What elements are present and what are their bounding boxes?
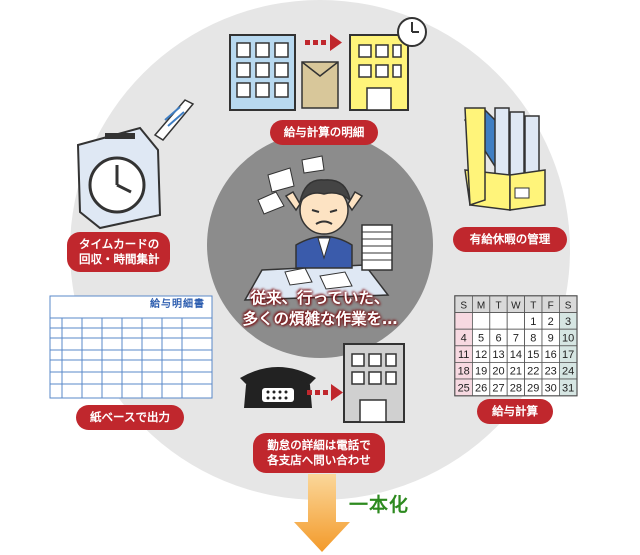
label-timecard-line2: 回収・時間集計 [79, 252, 160, 266]
calendar-day-label: 24 [562, 366, 574, 378]
label-timecard: タイムカードの 回収・時間集計 [67, 232, 170, 272]
calendar-day-label: 8 [530, 333, 536, 345]
calendar-day-label: 22 [527, 366, 539, 378]
calendar-day-label: 29 [527, 382, 539, 394]
calendar-cell [506, 312, 526, 330]
calendar-day-label: 10 [562, 333, 574, 345]
calendar-header-label: T [530, 300, 536, 311]
calendar-day-label: 11 [458, 349, 469, 361]
calendar-header-label: F [548, 300, 554, 311]
calendar-header-label: S [565, 300, 572, 311]
calendar-day-label: 3 [565, 316, 571, 328]
calendar-cell [489, 312, 508, 330]
calendar-day-label: 6 [495, 333, 501, 345]
down-arrow [294, 474, 350, 552]
unify-label: 一本化 [349, 494, 410, 516]
calendar-day-label: 9 [548, 333, 554, 345]
stressed-worker-illustration [243, 155, 393, 301]
calendar-day-label: 12 [475, 349, 487, 361]
calendar-day-label: 20 [492, 366, 504, 378]
center-label-line1: 従来、行っていた、 [250, 289, 390, 307]
calendar-day-label: 25 [458, 382, 470, 394]
calendar-header-label: M [477, 300, 485, 311]
calendar-day-label: 13 [492, 349, 504, 361]
calendar-day-label: 15 [527, 349, 539, 361]
calendar-header-label: W [511, 300, 521, 311]
calendar-cell [559, 378, 578, 397]
timecard-illustration [76, 99, 195, 230]
label-attendance-line1: 勤怠の詳細は電話で [267, 438, 371, 452]
label-timecard-line1: タイムカードの [79, 237, 160, 251]
label-payroll: 給与計算 [477, 399, 553, 424]
calendar-day-label: 26 [475, 382, 487, 394]
calendar-header-label: S [460, 300, 467, 311]
calendar-day-label: 30 [545, 382, 557, 394]
calendar-day-label: 2 [548, 316, 554, 328]
calendar-day-label: 16 [545, 349, 557, 361]
calendar-day-label: 4 [461, 333, 467, 345]
payslip-details-illustration [229, 17, 427, 111]
center-label-line2: 多くの煩雑な作業を… [242, 310, 398, 328]
calendar-day-label: 14 [510, 349, 522, 361]
label-paper-output: 紙ベースで出力 [76, 405, 184, 430]
label-paid-leave: 有給休暇の管理 [453, 227, 567, 252]
calendar-day-label: 7 [513, 333, 519, 345]
calendar-day-label: 17 [562, 349, 574, 361]
calendar-day-label: 18 [458, 366, 470, 378]
calendar-day-label: 23 [545, 366, 557, 378]
label-attendance-line2: 各支店へ問い合わせ [267, 453, 371, 467]
phone-inquiry-illustration [240, 343, 405, 423]
label-payslip-details: 給与計算の明細 [270, 120, 378, 145]
calendar-cell [471, 312, 491, 330]
center-label: 従来、行っていた、 多くの煩雑な作業を… [200, 288, 440, 330]
calendar-day-label: 27 [492, 382, 504, 394]
calendar-day-label: 31 [562, 382, 574, 394]
calendar-day-label: 21 [510, 366, 522, 378]
calendar-day-label: 1 [530, 316, 536, 328]
calendar-day-label: 19 [475, 366, 487, 378]
calendar-header-label: T [495, 300, 501, 311]
calendar-day-label: 28 [510, 382, 522, 394]
payslip-form-illustration [49, 295, 213, 399]
binders-illustration [463, 107, 546, 211]
payslip-form-title: 給与明細書 [150, 299, 205, 310]
calendar-cell [454, 312, 473, 330]
calendar-day-label: 5 [478, 333, 484, 345]
label-attendance-phone: 勤怠の詳細は電話で 各支店へ問い合わせ [253, 433, 385, 473]
